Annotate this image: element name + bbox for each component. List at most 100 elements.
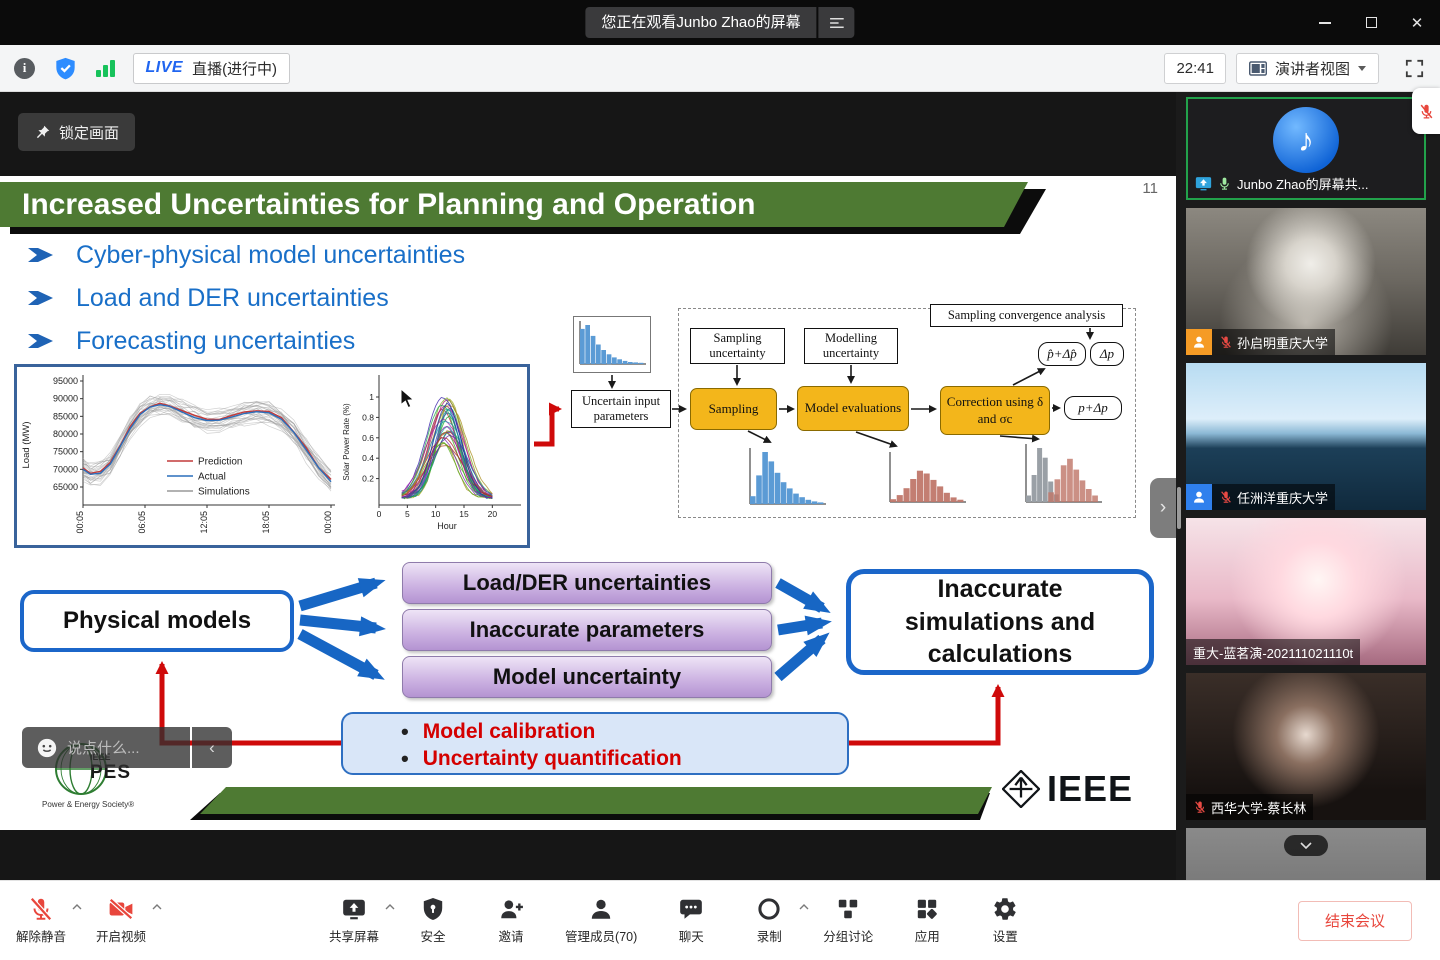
chat-button[interactable]: 聊天 bbox=[667, 896, 715, 945]
security-label: 安全 bbox=[420, 930, 446, 944]
sidebar-collapse-handle[interactable]: › bbox=[1150, 478, 1176, 538]
slide-title: Increased Uncertainties for Planning and… bbox=[0, 182, 1028, 227]
svg-text:70000: 70000 bbox=[53, 464, 78, 474]
info-icon[interactable]: i bbox=[14, 57, 35, 79]
members-icon bbox=[591, 899, 611, 919]
pes-subtitle: Power & Energy Society® bbox=[42, 800, 135, 809]
record-button[interactable]: 录制 bbox=[745, 896, 809, 945]
unmute-button[interactable]: 解除静音 bbox=[16, 896, 82, 945]
svg-text:75000: 75000 bbox=[53, 447, 78, 457]
participant-label: 重大-蓝茗演-202111021110t bbox=[1186, 639, 1361, 665]
collapse-tiles-button[interactable] bbox=[1284, 835, 1328, 856]
bullet-item: Cyber-physical model uncertainties bbox=[28, 240, 788, 270]
breakout-label: 分组讨论 bbox=[823, 930, 874, 944]
minimize-icon bbox=[1319, 21, 1331, 24]
minimize-button[interactable] bbox=[1302, 0, 1348, 45]
participant-tile[interactable]: 任洲洋重庆大学 bbox=[1186, 363, 1426, 510]
svg-text:90000: 90000 bbox=[53, 394, 78, 404]
bullet-text: Cyber-physical model uncertainties bbox=[76, 240, 466, 269]
chat-collapse-button[interactable]: ‹ bbox=[192, 727, 232, 768]
maximize-button[interactable] bbox=[1348, 0, 1394, 45]
share-screen-button[interactable]: 共享屏幕 bbox=[329, 896, 395, 945]
uncertain-input-box: Uncertain input parameters bbox=[571, 390, 671, 428]
watching-title: 您正在观看Junbo Zhao的屏幕 bbox=[601, 14, 801, 31]
participant-name: Junbo Zhao的屏幕共... bbox=[1237, 177, 1369, 192]
close-button[interactable]: ✕ bbox=[1410, 14, 1424, 32]
share-screen-icon bbox=[343, 899, 365, 920]
mic-active-icon bbox=[1217, 176, 1232, 191]
start-video-button[interactable]: 开启视频 bbox=[96, 896, 162, 945]
svg-text:Solar Power Rate (%): Solar Power Rate (%) bbox=[342, 403, 351, 481]
sampling-uncertainty-label: Sampling uncertainty bbox=[690, 328, 785, 364]
svg-text:00:00: 00:00 bbox=[323, 511, 333, 534]
emoji-icon[interactable] bbox=[36, 737, 58, 759]
fullscreen-button[interactable] bbox=[1403, 57, 1426, 80]
chat-icon bbox=[680, 899, 703, 919]
svg-text:65000: 65000 bbox=[53, 482, 78, 492]
svg-text:95000: 95000 bbox=[53, 376, 78, 386]
security-button[interactable]: 安全 bbox=[409, 896, 457, 945]
bullet-dot: • bbox=[401, 719, 409, 744]
participant-tile[interactable]: 重大-蓝茗演-202111021110t bbox=[1186, 518, 1426, 665]
person-icon bbox=[1191, 489, 1207, 505]
screen-share-icon bbox=[1195, 177, 1212, 191]
participant-name: 重大-蓝茗演-202111021110t bbox=[1193, 645, 1354, 661]
layout-toggle-button[interactable] bbox=[818, 7, 855, 38]
breakout-icon bbox=[839, 899, 858, 919]
participant-name: 孙启明重庆大学 bbox=[1237, 335, 1329, 351]
main-area: 锁定画面 Increased Uncertainties for Plannin… bbox=[0, 92, 1440, 880]
corrected-histogram bbox=[1020, 442, 1104, 510]
live-text: 直播(进行中) bbox=[192, 60, 278, 78]
calibration-text: Model calibration bbox=[422, 720, 596, 743]
end-meeting-button[interactable]: 结束会议 bbox=[1297, 900, 1412, 941]
participant-tile[interactable] bbox=[1186, 828, 1426, 880]
physical-models-box: Physical models bbox=[20, 590, 294, 652]
lock-view-button[interactable]: 锁定画面 bbox=[18, 113, 136, 151]
record-options-chevron[interactable] bbox=[799, 904, 809, 910]
mic-muted-icon bbox=[1418, 103, 1435, 120]
muted-mic-indicator[interactable] bbox=[1412, 88, 1440, 134]
load-der-uncertainties-box: Load/DER uncertainties bbox=[402, 562, 772, 604]
live-status: LIVE 直播(进行中) bbox=[132, 52, 291, 84]
video-options-chevron[interactable] bbox=[152, 904, 162, 910]
sampling-histogram bbox=[744, 446, 828, 512]
bullet-text: Load and DER uncertainties bbox=[76, 283, 389, 312]
svg-text:20: 20 bbox=[488, 509, 498, 519]
svg-text:0.2: 0.2 bbox=[362, 474, 374, 484]
share-options-chevron[interactable] bbox=[385, 904, 395, 910]
security-icon bbox=[423, 897, 443, 921]
share-screen-label: 共享屏幕 bbox=[329, 930, 380, 944]
participant-tile[interactable]: 西华大学-蔡长林 bbox=[1186, 673, 1426, 820]
chat-input[interactable]: 说点什么... bbox=[22, 727, 190, 768]
svg-text:Prediction: Prediction bbox=[198, 457, 242, 468]
lock-view-label: 锁定画面 bbox=[59, 124, 120, 142]
chat-overlay: 说点什么... ‹ bbox=[22, 727, 232, 768]
invite-button[interactable]: 邀请 bbox=[487, 896, 535, 945]
sidebar-scrollbar[interactable] bbox=[1177, 487, 1181, 529]
cohost-badge bbox=[1186, 484, 1212, 510]
security-shield-icon[interactable] bbox=[53, 56, 78, 81]
share-avatar: ♪ bbox=[1273, 107, 1339, 173]
mic-options-chevron[interactable] bbox=[72, 904, 82, 910]
participant-tile-screen-share[interactable]: ♪ Junbo Zhao的屏幕共... bbox=[1186, 97, 1426, 200]
settings-button[interactable]: 设置 bbox=[981, 896, 1029, 945]
participant-label: 孙启明重庆大学 bbox=[1212, 329, 1336, 355]
invite-label: 邀请 bbox=[498, 930, 524, 944]
chat-placeholder: 说点什么... bbox=[67, 740, 140, 757]
svg-text:0: 0 bbox=[377, 509, 382, 519]
apps-button[interactable]: 应用 bbox=[903, 896, 951, 945]
mic-muted-icon bbox=[1219, 490, 1233, 504]
view-mode-selector[interactable]: 演讲者视图 bbox=[1235, 52, 1379, 84]
arrow-bullet-icon bbox=[28, 248, 53, 262]
breakout-rooms-button[interactable]: 分组讨论 bbox=[823, 896, 873, 945]
manage-members-button[interactable]: 管理成员(70) bbox=[565, 896, 637, 945]
svg-text:00:05: 00:05 bbox=[75, 511, 85, 534]
svg-text:5: 5 bbox=[405, 509, 410, 519]
maximize-icon bbox=[1365, 17, 1377, 28]
mic-muted-icon bbox=[30, 897, 52, 921]
ieee-logo: IEEE bbox=[1002, 766, 1162, 812]
participant-tile[interactable]: 孙启明重庆大学 bbox=[1186, 208, 1426, 355]
inaccurate-simulations-box: Inaccurate simulations and calculations bbox=[846, 569, 1154, 675]
